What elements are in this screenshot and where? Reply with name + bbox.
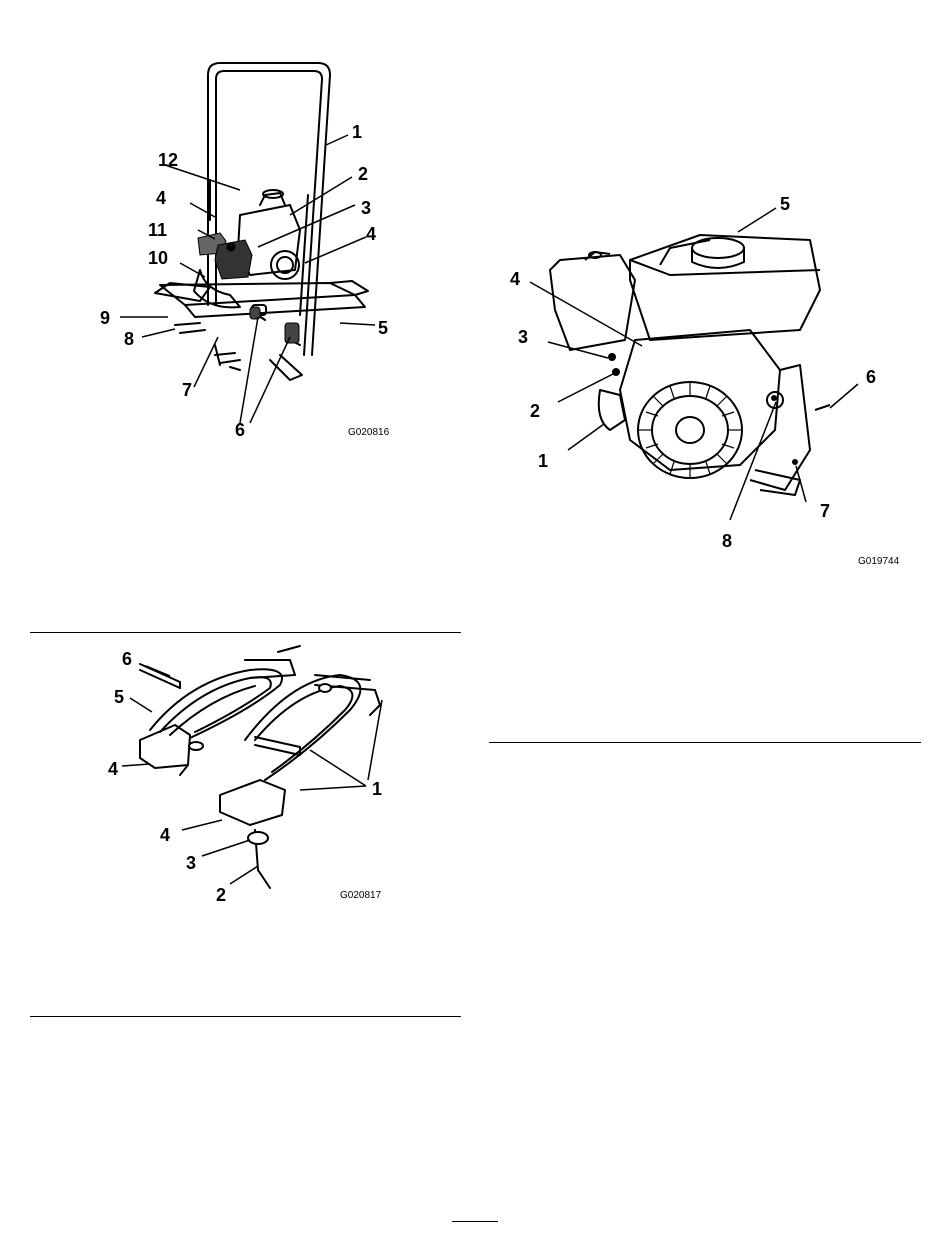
engine-illustration bbox=[500, 190, 920, 570]
figure-machine-frame: 1 2 3 4 4 5 6 7 8 9 10 11 12 G020816 bbox=[90, 55, 410, 455]
callout-2: 2 bbox=[216, 886, 226, 904]
callout-4-left: 4 bbox=[156, 189, 166, 207]
figure-id: G020816 bbox=[348, 427, 389, 438]
callout-4: 4 bbox=[510, 270, 520, 288]
figure-brackets: 1 2 3 4 4 5 6 G020817 bbox=[100, 640, 400, 910]
callout-2: 2 bbox=[530, 402, 540, 420]
callout-6: 6 bbox=[866, 368, 876, 386]
callout-2: 2 bbox=[358, 165, 368, 183]
brackets-illustration bbox=[100, 640, 400, 910]
callout-3: 3 bbox=[186, 854, 196, 872]
callout-5: 5 bbox=[378, 319, 388, 337]
callout-7: 7 bbox=[182, 381, 192, 399]
callout-3: 3 bbox=[518, 328, 528, 346]
figure-id: G019744 bbox=[858, 556, 899, 567]
figure-id: G020817 bbox=[340, 890, 381, 901]
callout-8: 8 bbox=[722, 532, 732, 550]
callout-1: 1 bbox=[352, 123, 362, 141]
callout-11: 11 bbox=[148, 221, 167, 239]
callout-4-right: 4 bbox=[366, 225, 376, 243]
callout-3: 3 bbox=[361, 199, 371, 217]
machine-frame-illustration bbox=[90, 55, 410, 455]
callout-10: 10 bbox=[148, 249, 168, 267]
rule-left-upper bbox=[30, 632, 461, 633]
callout-4-lower: 4 bbox=[160, 826, 170, 844]
callout-6: 6 bbox=[235, 421, 245, 439]
callout-12: 12 bbox=[158, 151, 178, 169]
figure-engine: 1 2 3 4 5 6 7 8 G019744 bbox=[500, 190, 920, 570]
callout-5: 5 bbox=[780, 195, 790, 213]
callout-5: 5 bbox=[114, 688, 124, 706]
callout-4-upper: 4 bbox=[108, 760, 118, 778]
rule-left-lower bbox=[30, 1016, 461, 1017]
footer-rule bbox=[452, 1221, 498, 1222]
callout-8: 8 bbox=[124, 330, 134, 348]
callout-1: 1 bbox=[372, 780, 382, 798]
callout-1: 1 bbox=[538, 452, 548, 470]
rule-right bbox=[489, 742, 921, 743]
callout-9: 9 bbox=[100, 309, 110, 327]
callout-6: 6 bbox=[122, 650, 132, 668]
callout-7: 7 bbox=[820, 502, 830, 520]
